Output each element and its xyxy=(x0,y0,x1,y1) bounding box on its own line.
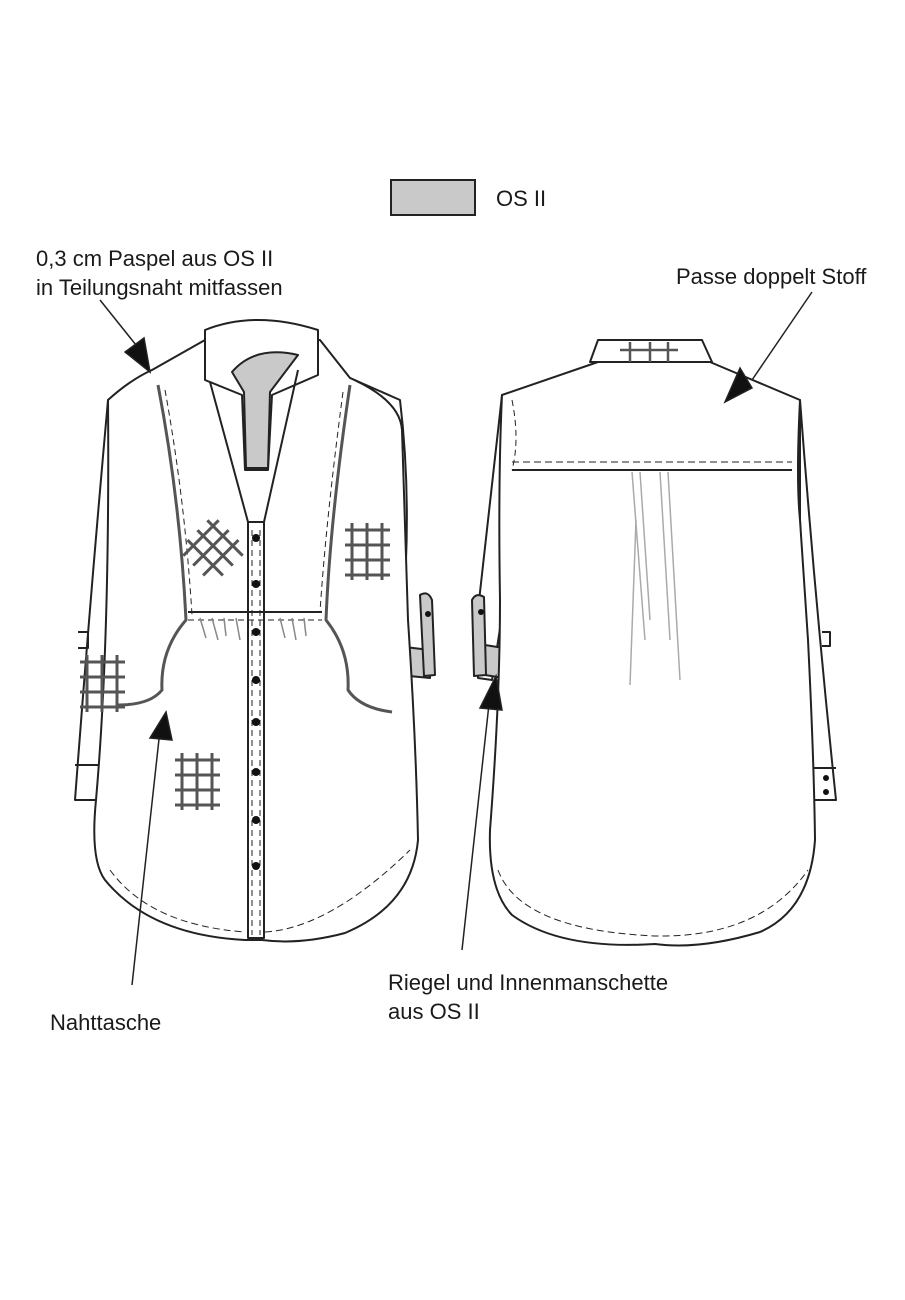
back-body xyxy=(488,361,816,947)
front-sleeve-tab xyxy=(419,592,436,677)
arrow-nahttasche xyxy=(148,710,173,741)
annotation-passe: Passe doppelt Stoff xyxy=(676,264,867,289)
back-view xyxy=(471,339,837,947)
arrow-riegel xyxy=(478,673,503,711)
fabric-grain-marks xyxy=(78,387,664,812)
annotation-paspel-line2: in Teilungsnaht mitfassen xyxy=(36,275,283,300)
annotation-riegel-line2: aus OS II xyxy=(388,999,480,1024)
annotation-riegel-line1: Riegel und Innenmanschette xyxy=(388,970,669,995)
back-sleeve-tab xyxy=(471,594,487,677)
front-paspel-left xyxy=(117,384,188,707)
front-collar-inner xyxy=(231,351,299,469)
pointer-lines xyxy=(99,291,813,986)
front-placket xyxy=(247,522,265,939)
arrow-paspel xyxy=(123,336,152,374)
front-buttons xyxy=(252,534,260,870)
legend-label: OS II xyxy=(496,186,547,211)
arrow-passe xyxy=(723,366,754,404)
annotation-nahttasche: Nahttasche xyxy=(50,1010,162,1035)
legend-swatch xyxy=(390,179,476,216)
annotation-paspel-line1: 0,3 cm Paspel aus OS II xyxy=(36,246,274,271)
front-paspel-right xyxy=(324,384,393,714)
